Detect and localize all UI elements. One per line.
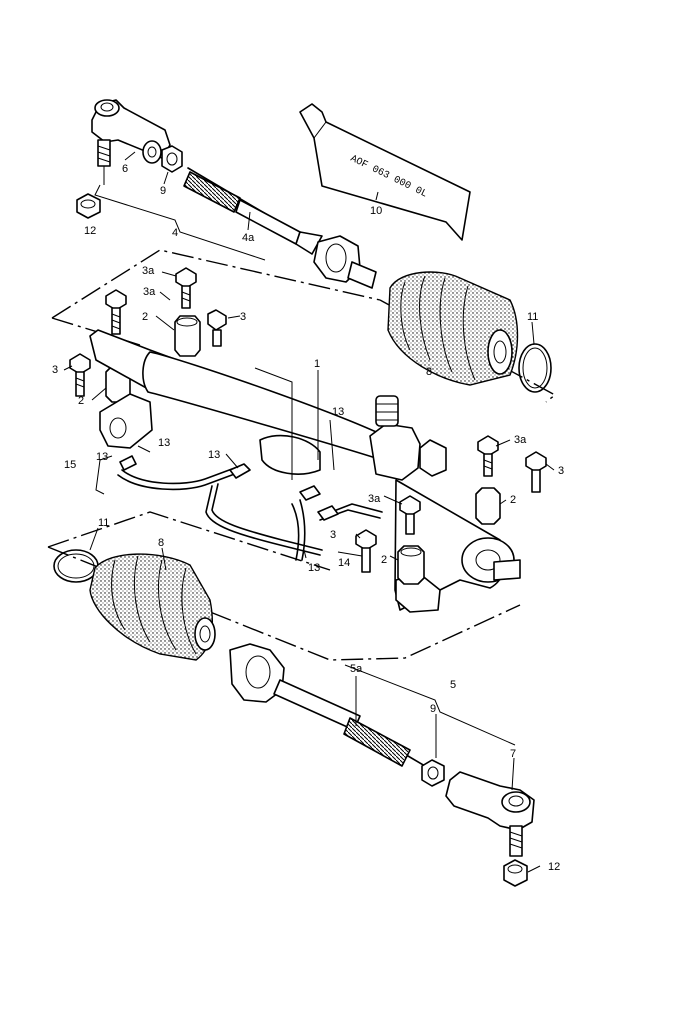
label-10: 10 (370, 205, 382, 217)
part-labels: 12 6 9 4 4a 10 3a 3a 2 3 11 8 3 2 1 13 1… (52, 163, 564, 873)
label-14: 14 (338, 557, 350, 569)
label-8-left: 8 (158, 537, 164, 549)
label-7: 7 (510, 748, 516, 760)
tie-rod-frame-right (344, 664, 516, 746)
bolt-3a-left (105, 289, 127, 335)
label-3-right: 3 (558, 465, 564, 477)
ball-joint-housing-top (313, 235, 377, 289)
label-4: 4 (172, 227, 178, 239)
bolt-14 (355, 529, 377, 573)
bushing-2-upper (174, 315, 201, 357)
label-1: 1 (314, 358, 320, 370)
nut-12-bottom (503, 859, 528, 887)
label-3a-upper: 3a (142, 265, 155, 277)
nut-9-bottom (421, 759, 445, 787)
label-11-right: 11 (527, 311, 538, 323)
label-3-upper-right: 3 (240, 311, 246, 323)
boot-8-left (89, 553, 216, 661)
label-13-c: 13 (96, 451, 108, 463)
label-3-left: 3 (52, 364, 58, 376)
label-11-left: 11 (98, 517, 109, 529)
clamp-11-left (53, 549, 99, 583)
label-9-bottom: 9 (430, 703, 436, 715)
label-5a: 5a (350, 663, 363, 675)
label-2-center: 2 (381, 554, 387, 566)
inner-tie-rod-right (273, 679, 426, 767)
tie-rod-end-left (91, 99, 171, 185)
leader-lines (63, 151, 555, 873)
bushing-2-center (397, 545, 425, 585)
label-13-e: 13 (308, 562, 320, 574)
label-3-center: 3 (330, 529, 336, 541)
label-8-right: 8 (426, 366, 432, 378)
label-13-a: 13 (332, 406, 344, 418)
nut-9-top (161, 145, 183, 173)
label-3a-left: 3a (143, 286, 156, 298)
label-13-d: 13 (208, 449, 220, 461)
bolt-3-upper-right (207, 309, 227, 347)
inner-tie-rod-left (183, 167, 323, 255)
bolt-3a-center (399, 495, 421, 535)
clamp-11-right (518, 343, 552, 393)
label-5: 5 (450, 679, 456, 691)
label-6: 6 (122, 163, 128, 175)
nut-12-top (76, 193, 101, 219)
label-15: 15 (64, 459, 76, 471)
tie-rod-end-right (445, 771, 535, 857)
bolt-3-right (525, 451, 547, 493)
label-2-right: 2 (510, 494, 516, 506)
tie-rod-frame-left (94, 184, 266, 261)
bushing-2-right (475, 487, 501, 525)
label-12-top: 12 (84, 225, 96, 237)
label-3a-right: 3a (514, 434, 527, 446)
hydraulic-lines (117, 455, 383, 561)
label-2-upper: 2 (142, 311, 148, 323)
boot-8-right (387, 271, 519, 386)
label-13-b: 13 (158, 437, 170, 449)
bolt-3a-upper (175, 267, 197, 309)
bolt-3-left (69, 353, 91, 397)
washer-6 (142, 140, 162, 164)
label-9-top: 9 (160, 185, 166, 197)
label-4a: 4a (242, 232, 255, 244)
label-3a-center: 3a (368, 493, 381, 505)
grease-tube-10: AOF 063 000 0L (299, 103, 471, 241)
label-12-bottom: 12 (548, 861, 560, 873)
bolt-3a-right (477, 435, 499, 477)
label-2-left: 2 (78, 395, 84, 407)
